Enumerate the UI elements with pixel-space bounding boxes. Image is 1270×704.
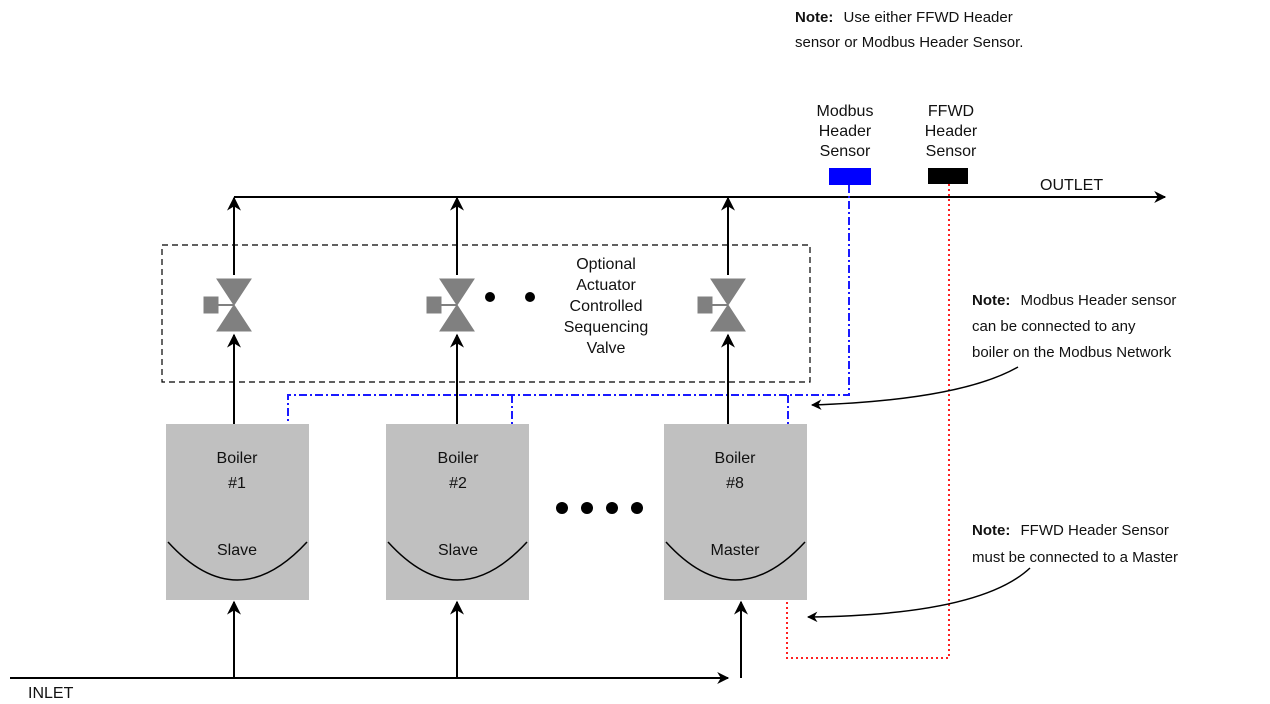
modbus-note-line-2: can be connected to any xyxy=(972,318,1136,335)
boiler-1: Boiler #1 Slave xyxy=(166,424,309,600)
boiler-1-number: #1 xyxy=(228,475,246,492)
boiler-8: Boiler #8 Master xyxy=(664,424,807,600)
svg-text:Note: Use either FFWD He: Note: Use either FFWD Header xyxy=(795,9,1013,26)
optional-valve-label: Optional Actuator Controlled Sequencing … xyxy=(564,256,649,357)
valve-icon xyxy=(426,278,475,332)
top-note: Note: Use either FFWD Header sensor or M… xyxy=(795,9,1023,51)
valve-icon xyxy=(203,278,252,332)
valve-icon xyxy=(697,278,746,332)
boiler-2: Boiler #2 Slave xyxy=(386,424,529,600)
svg-text:Note: Modbus Header sens: Note: Modbus Header sensor xyxy=(972,292,1176,309)
top-note-line-1: Use either FFWD Header xyxy=(844,9,1013,26)
boiler-2-name: Boiler xyxy=(438,450,480,467)
dots-icon xyxy=(485,292,535,302)
boiler-8-name: Boiler xyxy=(715,450,757,467)
modbus-network-line xyxy=(287,185,850,424)
ffwd-sensor-line xyxy=(786,184,950,659)
modbus-note-bold: Note: xyxy=(972,292,1010,309)
optional-valve-label-4: Sequencing xyxy=(564,319,649,336)
modbus-note-line-3: boiler on the Modbus Network xyxy=(972,344,1172,361)
outlet-label: OUTLET xyxy=(1040,177,1103,194)
boiler-8-number: #8 xyxy=(726,475,744,492)
supply-pipes xyxy=(227,196,735,424)
optional-valve-label-1: Optional xyxy=(576,256,636,273)
ffwd-sensor-label: FFWD Header Sensor xyxy=(925,103,978,160)
ffwd-sensor-label-1: FFWD xyxy=(928,103,974,120)
boiler-1-name: Boiler xyxy=(217,450,259,467)
modbus-sensor-label-1: Modbus xyxy=(817,103,874,120)
modbus-sensor-label-2: Header xyxy=(819,123,872,140)
ffwd-note-pointer xyxy=(806,567,1031,623)
return-pipes xyxy=(227,600,748,678)
ffwd-sensor-label-3: Sensor xyxy=(926,143,977,160)
top-note-line-2: sensor or Modbus Header Sensor. xyxy=(795,34,1023,51)
ffwd-note: Note: FFWD Header Sensor must be connect… xyxy=(972,522,1178,566)
modbus-note: Note: Modbus Header sensor can be connec… xyxy=(972,292,1176,361)
ffwd-note-line-1: FFWD Header Sensor xyxy=(1021,522,1169,539)
optional-valve-label-5: Valve xyxy=(587,340,626,357)
dots-icon xyxy=(556,502,643,514)
boiler-8-role: Master xyxy=(711,542,761,559)
optional-valve-box xyxy=(161,244,811,383)
boiler-2-role: Slave xyxy=(438,542,478,559)
boiler-2-number: #2 xyxy=(449,475,467,492)
modbus-sensor-label: Modbus Header Sensor xyxy=(817,103,874,160)
ffwd-sensor-label-2: Header xyxy=(925,123,978,140)
optional-valve-label-3: Controlled xyxy=(570,298,643,315)
ffwd-header-sensor xyxy=(928,168,968,184)
modbus-note-pointer xyxy=(810,366,1019,410)
modbus-note-line-1: Modbus Header sensor xyxy=(1021,292,1177,309)
boiler-1-role: Slave xyxy=(217,542,257,559)
modbus-sensor-label-3: Sensor xyxy=(820,143,871,160)
modbus-header-sensor xyxy=(829,168,871,185)
svg-text:Note: FFWD Header Sensor: Note: FFWD Header Sensor xyxy=(972,522,1169,539)
top-note-bold: Note: xyxy=(795,9,833,26)
optional-valve-label-2: Actuator xyxy=(576,277,636,294)
ffwd-note-bold: Note: xyxy=(972,522,1010,539)
ffwd-note-line-2: must be connected to a Master xyxy=(972,549,1178,566)
inlet-label: INLET xyxy=(28,685,74,702)
